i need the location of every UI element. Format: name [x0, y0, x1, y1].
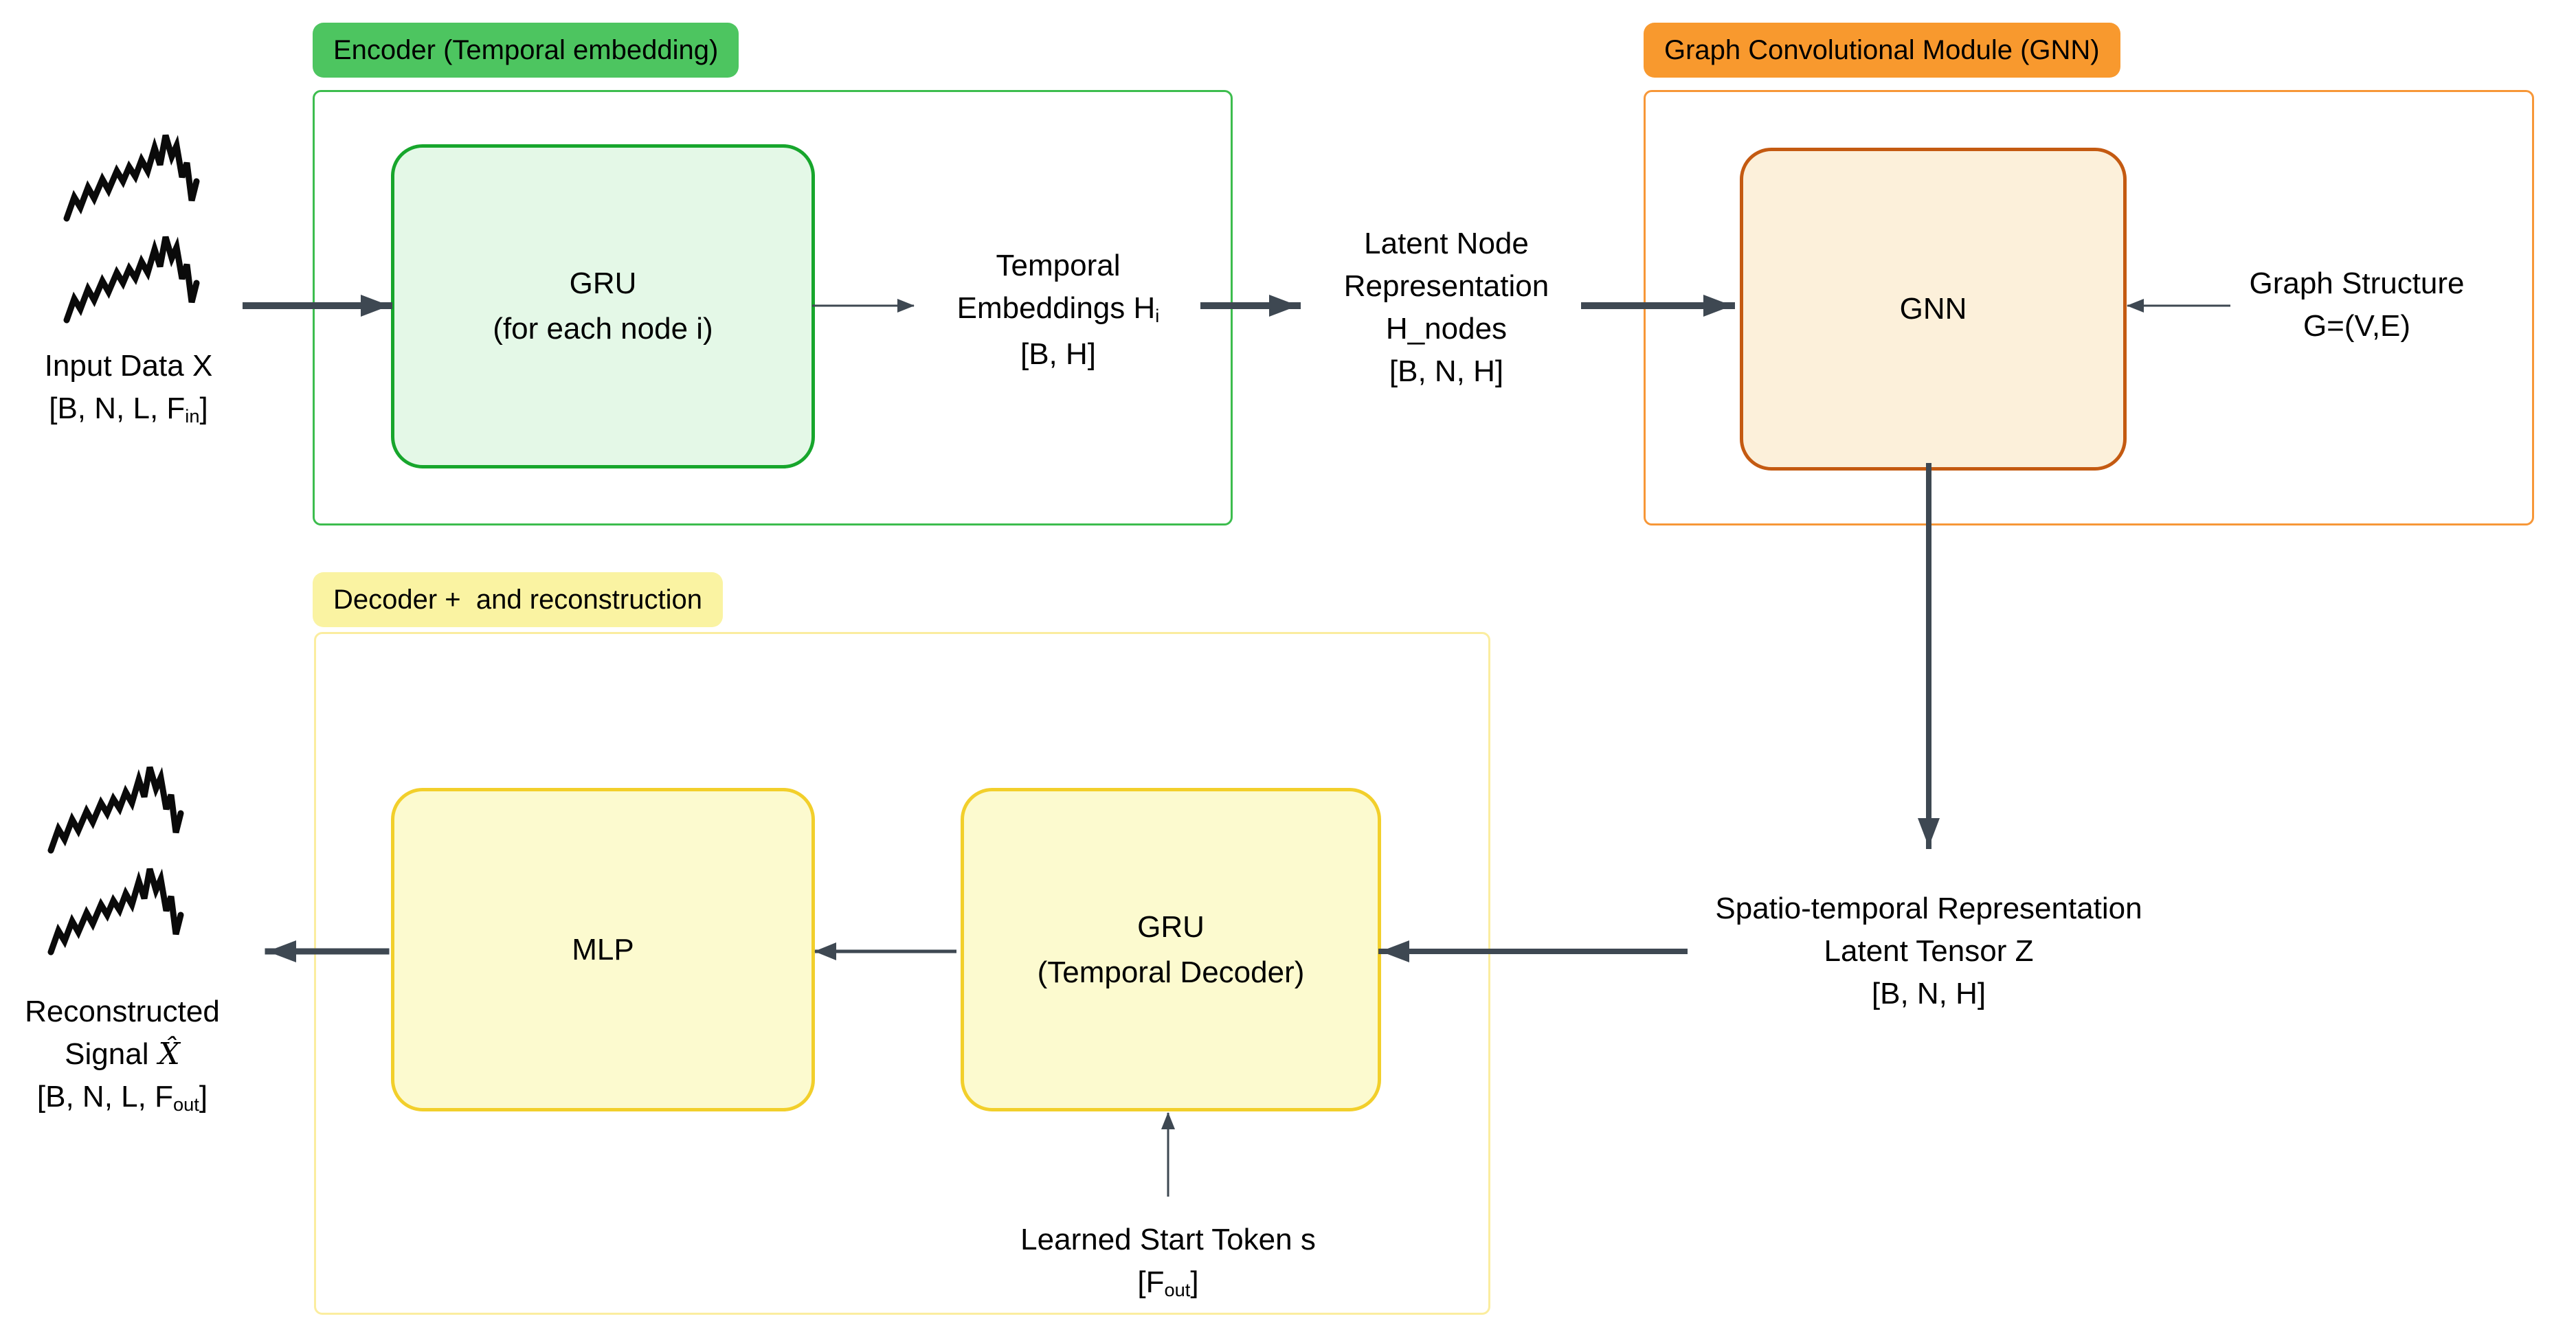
start-token-label: Learned Start Token s [Fout] — [1020, 1223, 1316, 1300]
gru-encoder-box-subtitle: (for each node i) — [493, 312, 713, 346]
latent-node-label: Latent Node Representation H_nodes [B, N… — [1343, 227, 1549, 388]
decoder-container — [314, 632, 1490, 1315]
mlp-box: MLP — [391, 788, 815, 1111]
encoder-section-label: Encoder (Temporal embedding) — [313, 23, 739, 78]
decoder-section-label: Decoder + and reconstruction — [313, 572, 723, 627]
gru-decoder-box-subtitle: (Temporal Decoder) — [1037, 955, 1305, 989]
input-data-title: Input Data X — [44, 349, 213, 383]
reconstructed-signal-word: Signal — [65, 1037, 149, 1071]
x-hat-symbol: X̂ — [158, 1037, 180, 1072]
gru-decoder-box-title: GRU — [1137, 909, 1205, 944]
input-data-label: Input Data X [B, N, L, Fin] — [8, 345, 249, 433]
reconstructed-signal-icon — [51, 767, 181, 952]
gru-encoder-box: GRU (for each node i) — [391, 144, 815, 468]
gnn-box: GNN — [1740, 148, 2127, 471]
spatio-temporal-label: Spatio-temporal Representation Latent Te… — [1715, 892, 2142, 1010]
gru-decoder-box: GRU (Temporal Decoder) — [961, 788, 1381, 1111]
input-data-shape: [B, N, L, Fin] — [49, 392, 208, 427]
input-signal-icon — [67, 135, 197, 320]
gnn-section-label: Graph Convolutional Module (GNN) — [1644, 23, 2120, 78]
gnn-box-title: GNN — [1899, 292, 1967, 326]
temporal-embeddings-label: Temporal Embeddings Hi [B, H] — [956, 249, 1160, 371]
graph-structure-label: Graph Structure G=(V,E) — [2249, 267, 2465, 343]
mlp-box-title: MLP — [572, 932, 634, 966]
gru-encoder-box-title: GRU — [569, 267, 637, 300]
